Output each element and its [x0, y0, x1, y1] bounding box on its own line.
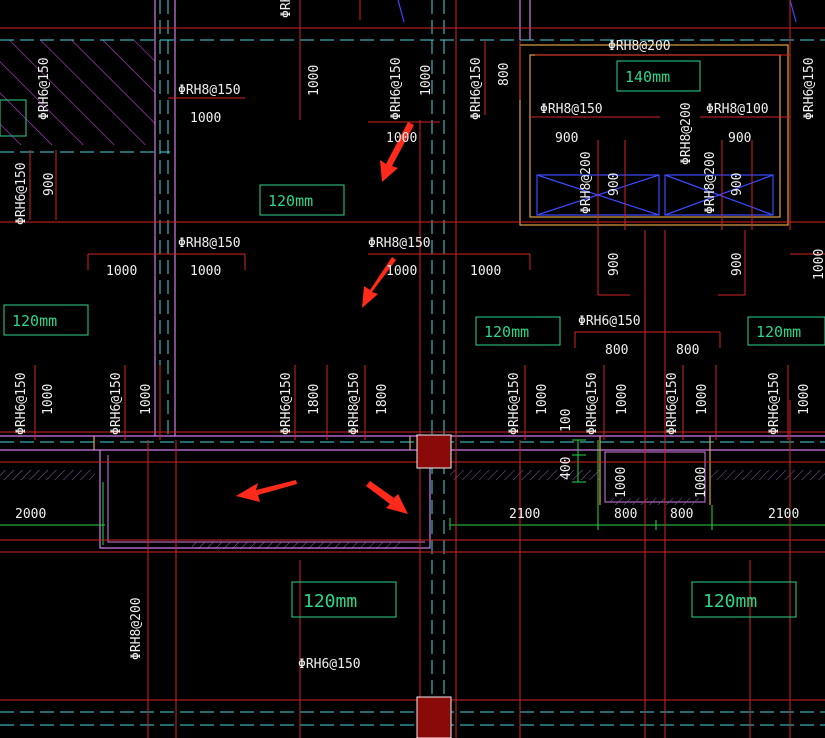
spec-label: ΦRH8@200 — [679, 102, 694, 165]
spec-label: ΦRH8@150 — [368, 236, 431, 251]
spec-label: ΦRH6@150 — [279, 372, 294, 435]
dimension-value: 800 — [497, 63, 512, 86]
thickness-tags: 140mm 120mm 120mm 120mm 120mm 120mm 120m… — [12, 68, 801, 612]
dimension-value: 1000 — [106, 264, 137, 279]
annotation-arrows — [236, 122, 414, 514]
spec-label: ΦRH8@100 — [706, 102, 769, 117]
spec-label: ΦRH6@150 — [279, 0, 294, 18]
dimension-value: 1000 — [139, 384, 154, 415]
spec-label: ΦRH8@200 — [579, 151, 594, 214]
dimension-value: 2100 — [509, 507, 540, 522]
spec-label: ΦRH6@150 — [14, 372, 29, 435]
dimension-values: 1000 1000 1000 1000 1000 1000 900 900 80… — [15, 63, 825, 522]
dimension-value: 900 — [728, 131, 751, 146]
spec-label: ΦRH8@200 — [608, 39, 671, 54]
dimension-value: 1000 — [41, 384, 56, 415]
spec-label: ΦRH8@200 — [129, 597, 144, 660]
balcony-recess — [0, 450, 825, 549]
dimension-value: 1800 — [307, 384, 322, 415]
dimension-value: 900 — [607, 173, 622, 196]
spec-label: ΦRH6@150 — [578, 314, 641, 329]
spec-label: ΦRH6@150 — [298, 657, 361, 672]
spec-label: ΦRH6@150 — [507, 372, 522, 435]
wall-outlines — [0, 0, 825, 451]
slab-thickness-tag: 120mm — [303, 591, 357, 612]
spec-label: ΦRH8@150 — [178, 236, 241, 251]
arrow-icon — [380, 122, 414, 182]
spec-label: ΦRH6@150 — [109, 372, 124, 435]
dimension-value: 900 — [730, 253, 745, 276]
hatched-slab-region — [0, 40, 155, 145]
dimension-value: 1000 — [386, 264, 417, 279]
dimension-value: 800 — [676, 343, 699, 358]
dimension-value: 900 — [730, 173, 745, 196]
dimension-value: 100 — [559, 409, 574, 432]
dimension-value: 1000 — [190, 264, 221, 279]
dimension-value: 1000 — [812, 249, 825, 280]
dimension-value: 900 — [42, 173, 57, 196]
dimension-value: 1800 — [375, 384, 390, 415]
dimension-value: 1000 — [190, 111, 221, 126]
spec-label: ΦRH8@150 — [178, 83, 241, 98]
slab-thickness-tag: 120mm — [12, 312, 57, 330]
slab-thickness-tag: 120mm — [268, 192, 313, 210]
slab-thickness-tag: 120mm — [484, 323, 529, 341]
dimension-value: 800 — [605, 343, 628, 358]
arrow-icon — [362, 257, 396, 308]
spec-label: ΦRH6@150 — [585, 372, 600, 435]
dimension-value: 400 — [559, 457, 574, 480]
spec-label: ΦRH6@150 — [469, 57, 484, 120]
dimension-value: 2100 — [768, 507, 799, 522]
dimension-value: 1000 — [419, 65, 434, 96]
spec-labels: ΦRH8@150 ΦRH8@150 ΦRH8@150 ΦRH8@150 ΦRH8… — [14, 0, 817, 672]
slab-thickness-tag: 120mm — [703, 591, 757, 612]
spec-label: ΦRH6@150 — [389, 57, 404, 120]
dimension-value: 1000 — [614, 467, 629, 498]
spec-label: ΦRH6@150 — [14, 162, 29, 225]
dimension-value: 1000 — [386, 131, 417, 146]
dimension-value: 800 — [614, 507, 637, 522]
spec-label: ΦRH6@150 — [767, 372, 782, 435]
dimension-value: 800 — [670, 507, 693, 522]
dimension-lines — [0, 439, 825, 545]
column-lower — [416, 696, 452, 738]
dimension-value: 1000 — [307, 65, 322, 96]
dimension-value: 1000 — [535, 384, 550, 415]
spec-label: ΦRH8@150 — [540, 102, 603, 117]
dimension-value: 900 — [607, 253, 622, 276]
arrow-icon — [366, 481, 408, 514]
arrow-icon — [236, 480, 297, 502]
spec-label: ΦRH6@150 — [665, 372, 680, 435]
dimension-value: 1000 — [615, 384, 630, 415]
dimension-value: 1000 — [470, 264, 501, 279]
dimension-value: 900 — [555, 131, 578, 146]
dimension-value: 2000 — [15, 507, 46, 522]
dimension-value: 1000 — [694, 467, 709, 498]
dimension-value: 1000 — [695, 384, 710, 415]
spec-label: ΦRH6@150 — [37, 57, 52, 120]
spec-label: ΦRH8@200 — [703, 151, 718, 214]
dimension-value: 1000 — [797, 384, 812, 415]
thickness-tag-boxes — [3, 60, 825, 618]
spec-label: ΦRH6@150 — [802, 57, 817, 120]
column-blocks — [416, 434, 452, 738]
spec-label: ΦRH8@150 — [347, 372, 362, 435]
slab-thickness-tag: 120mm — [756, 323, 801, 341]
column-upper — [416, 434, 452, 469]
slab-thickness-tag: 140mm — [625, 68, 670, 86]
